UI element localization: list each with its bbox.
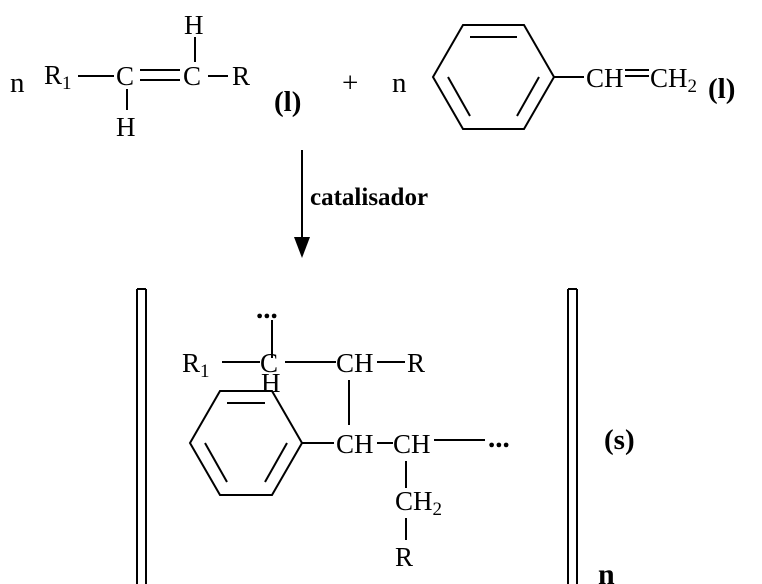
product-r1-label: R1 [182, 348, 210, 382]
product-r-lower: R [395, 542, 413, 572]
reactant1-r-label: R [232, 61, 250, 91]
reactant2-coefficient: n [392, 67, 407, 99]
reactant2-ch-label: CH [586, 63, 624, 93]
catalyst-label: catalisador [310, 184, 428, 211]
reactant1-h-bottom: H [116, 112, 136, 142]
chain-continuation-right: ... [488, 422, 510, 454]
reactant1-state: (l) [274, 86, 301, 118]
reactant1-h-top: H [184, 10, 204, 40]
chain-continuation-top: ... [256, 293, 278, 325]
product-state: (s) [604, 424, 635, 456]
reactant1-c2-label: C [183, 61, 201, 91]
benzene-ring-icon [431, 24, 556, 130]
reaction-arrow: catalisador [294, 150, 428, 258]
product-ch-left: CH [336, 429, 374, 459]
product-ch-upper: CH [336, 348, 374, 378]
reactant1-c1-label: C [116, 61, 134, 91]
product-ch-right: CH [393, 429, 431, 459]
repeat-unit-n: n [598, 558, 615, 584]
reactant1-coefficient: n [10, 67, 25, 99]
product-r-upper: R [407, 348, 425, 378]
ring-inner-bond [447, 76, 471, 117]
ring-inner-bond [204, 442, 228, 483]
benzene-ring-icon [188, 390, 304, 496]
ring-inner-bond [516, 76, 540, 117]
reactant2-state: (l) [708, 73, 735, 105]
reactant-styrene: n CH CH2 (l) [392, 24, 735, 130]
reactant-alkene: n R1 C H C H R (l) [10, 10, 301, 142]
reactant1-r1-label: R1 [44, 60, 72, 94]
plus-sign: + [342, 67, 358, 99]
product-c-label: C [260, 348, 278, 378]
reactant2-ch2-label: CH2 [650, 63, 697, 97]
arrow-down-icon [294, 237, 310, 258]
product-polymer: ... R1 C H CH R CH CH ... CH2 R (s) n [136, 288, 635, 584]
product-h-label: H [261, 368, 281, 398]
ring-inner-bond [264, 442, 288, 483]
product-ch2-label: CH2 [395, 486, 442, 520]
